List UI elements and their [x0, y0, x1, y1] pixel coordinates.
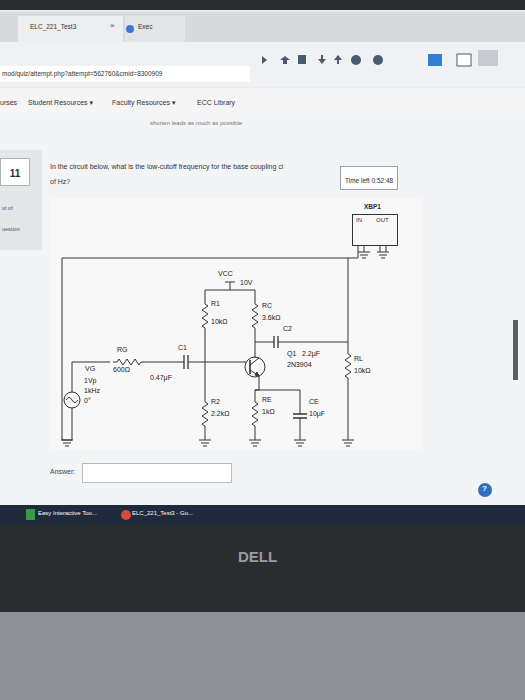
taskbar-icon: [121, 510, 131, 520]
tab-title: Exec: [138, 23, 152, 30]
part-name: C1: [178, 344, 187, 352]
resistor-symbols: [113, 300, 351, 430]
address-bar: [0, 66, 250, 82]
part-name: RC: [262, 302, 272, 310]
answer-input: [82, 463, 232, 483]
circuit-panel: [50, 198, 422, 450]
part-value: 2N3904: [287, 361, 312, 369]
part-value: 2.2kΩ: [211, 410, 229, 418]
browser-tab: [125, 16, 185, 42]
toolbar: [0, 42, 525, 87]
window-button: [428, 54, 442, 66]
terminal-label: OUT: [376, 217, 389, 224]
part-name: RG: [117, 346, 128, 354]
tab-icon: [126, 25, 134, 33]
help-icon: [478, 483, 492, 497]
source-value: 1Vp: [84, 377, 96, 385]
window-button: [478, 50, 498, 66]
answer-label: Answer:: [50, 468, 75, 476]
part-name: R1: [211, 300, 220, 308]
supply-name: VCC: [218, 270, 233, 278]
question-text: of Hz?: [50, 178, 70, 186]
supply-value: 10V: [240, 279, 252, 287]
part-name: RE: [262, 396, 272, 404]
part-value: 0.47μF: [150, 374, 172, 382]
toolbar-icons: [262, 55, 383, 65]
question-sidebar: [0, 150, 42, 250]
menu-item: Faculty Resources ▾: [112, 99, 175, 107]
brand-logo: DELL: [238, 548, 277, 565]
part-name: CE: [309, 398, 319, 406]
menu-item: Student Resources ▾: [28, 99, 93, 107]
part-value: 3.6kΩ: [262, 314, 280, 322]
probe-node: XBP1IN OUT: [352, 203, 398, 247]
sidebar-text: uestion: [2, 226, 20, 232]
part-value: 10kΩ: [354, 367, 371, 375]
tab-bar: [0, 12, 525, 42]
transistor-symbol: [245, 357, 265, 377]
circuit-wires: [62, 238, 386, 440]
tab-title: ELC_221_Test3: [30, 23, 76, 30]
answer-node: Answer:: [50, 462, 235, 486]
source-symbol: [64, 392, 80, 408]
question-text: In the circuit below, what is the low-cu…: [50, 163, 283, 171]
screen: [0, 10, 525, 525]
question-number: 11: [10, 168, 21, 179]
window-button: [457, 54, 471, 66]
part-value: 10kΩ: [211, 318, 228, 326]
scrollbar: [513, 320, 518, 380]
source-value: 1kHz: [84, 387, 100, 395]
menu-item: urses: [0, 99, 17, 107]
wire: [348, 382, 349, 388]
menu-item: ECC Library: [197, 99, 235, 107]
sidebar-text: ut of: [2, 205, 13, 211]
part-name: Q1: [287, 350, 296, 358]
ground-symbols: [61, 252, 389, 446]
part-value: 10μF: [309, 410, 325, 418]
part-value: 2.2μF: [302, 350, 320, 358]
part-name: RL: [354, 355, 363, 363]
capacitor-symbols: [184, 336, 307, 418]
part-value: 600Ω: [113, 366, 130, 374]
taskbar-item: Easy Interactive Too...: [38, 510, 97, 517]
browser-tab: [18, 16, 123, 42]
qnum-node: 11: [0, 158, 30, 186]
part-value: 1kΩ: [262, 408, 275, 416]
tab-close: ×: [110, 21, 115, 30]
terminal-label: IN: [356, 217, 362, 224]
taskbar-item: ELC_221_Test3 - Go...: [132, 510, 193, 517]
timer-node: Time left 0:52:48: [340, 166, 398, 190]
taskbar-icon: [26, 509, 35, 520]
menu-bar: [0, 88, 525, 118]
cut-off-text: shorten leads as much as possible: [150, 120, 242, 127]
source-value: 0°: [84, 397, 91, 405]
part-name: VG: [85, 365, 95, 373]
timer-text: Time left 0:52:48: [345, 177, 393, 184]
url-text: mod/quiz/attempt.php?attempt=562760&cmid…: [2, 70, 162, 77]
part-name: C2: [283, 325, 292, 333]
part-name: R2: [211, 398, 220, 406]
desk: [0, 612, 525, 700]
page-area: [0, 118, 525, 505]
help-mark: ?: [482, 484, 487, 493]
taskbar: [0, 505, 525, 525]
instrument-name: XBP1: [364, 203, 381, 210]
